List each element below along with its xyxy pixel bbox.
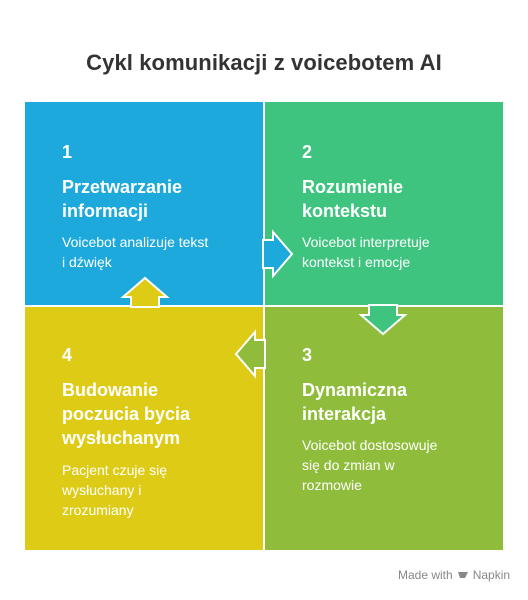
step-4-card: 4 Budowanie poczucia bycia wysłuchanym P… [25, 307, 263, 518]
napkin-logo-icon [457, 572, 468, 578]
step-3-description: Voicebot dostosowuje się do zmian w rozm… [302, 437, 438, 493]
step-2-number: 2 [302, 142, 313, 162]
step-1-description: Voicebot analizuje tekst i dźwięk [62, 234, 209, 270]
arrow-3-to-4 [234, 329, 266, 379]
step-3-number: 3 [302, 345, 313, 365]
napkin-brand: Napkin [472, 568, 511, 582]
made-with-label: Made with [398, 568, 453, 582]
step-3-card: 3 Dynamiczna interakcja Voicebot dostoso… [265, 307, 503, 510]
step-4-heading: Budowanie poczucia bycia wysłuchanym [62, 380, 191, 448]
step-3-heading: Dynamiczna interakcja [302, 380, 408, 424]
step-1-heading: Przetwarzanie informacji [62, 177, 183, 221]
step-4-number: 4 [62, 345, 73, 365]
arrow-2-to-3 [358, 304, 408, 336]
step-1-number: 1 [62, 142, 73, 162]
step-4-description: Pacjent czuje się wysłuchany i zrozumian… [62, 462, 168, 518]
step-2-heading: Rozumienie kontekstu [302, 177, 404, 221]
quadrant-4-bg [25, 307, 263, 550]
step-2-card: 2 Rozumienie kontekstu Voicebot interpre… [265, 102, 503, 305]
step-2-description: Voicebot interpretuje kontekst i emocje [302, 234, 430, 270]
quadrant-1-bg [25, 102, 263, 305]
arrow-1-to-2 [262, 229, 294, 279]
made-with-footer: Made with Napkin [398, 568, 510, 582]
quadrant-3-bg [265, 307, 503, 550]
arrow-4-to-1 [120, 276, 170, 308]
diagram-title: Cykl komunikacji z voicebotem AI [86, 50, 442, 75]
step-1-card: 1 Przetwarzanie informacji Voicebot anal… [25, 102, 263, 305]
quadrant-2-bg [265, 102, 503, 305]
